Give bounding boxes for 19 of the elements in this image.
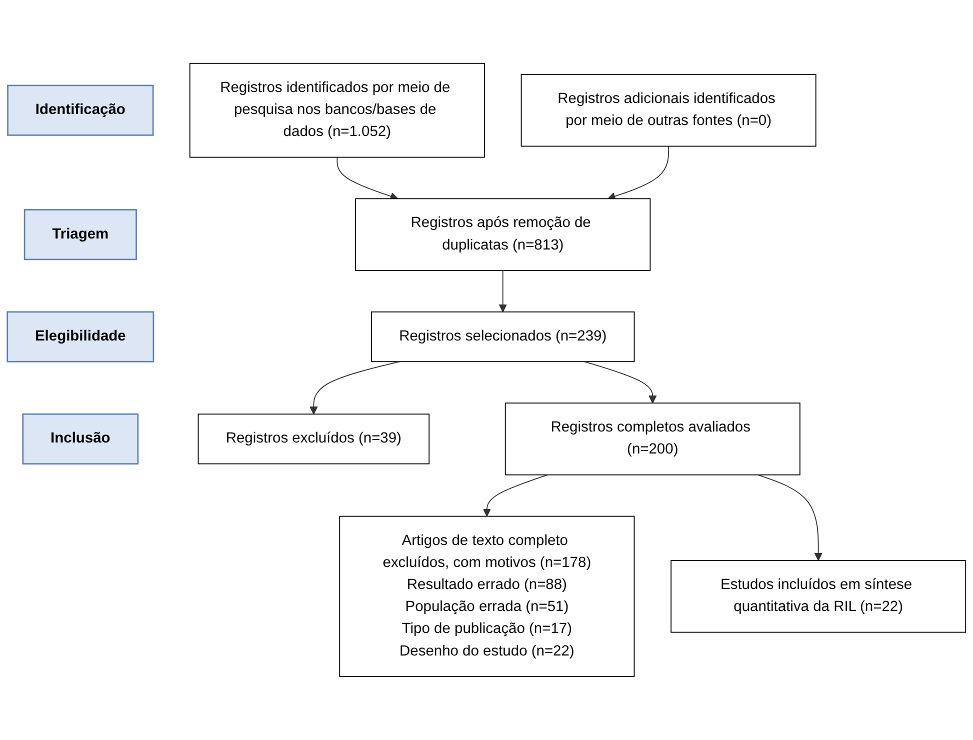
node-box: Registros identificados por meio de pesquisa nos bancos/bases de dados (n=1.052)	[189, 62, 485, 158]
arrow	[336, 156, 398, 200]
node-box: Registros excluídos (n=39)	[198, 414, 430, 464]
arrow	[482, 474, 548, 517]
node-box: Registros completos avaliados (n=200)	[504, 402, 800, 476]
node-box: Inclusão	[22, 414, 139, 465]
node-box: Registros após remoção de duplicatas (n=813)	[355, 198, 651, 272]
node-box: Estudos incluídos em síntese quantitativa da RIL (n=22)	[670, 560, 966, 633]
arrow	[584, 361, 657, 404]
node-box: Identificação	[7, 84, 154, 136]
node-box: Artigos de texto completo excluídos, com motivos (n=178) Resultado errado (n=88) População errada (n=51) Tipo de publicação (n=17) Desenho do estudo (n=22)	[339, 516, 635, 677]
node-box: Triagem	[24, 209, 137, 260]
node-box: Elegibilidade	[6, 311, 154, 362]
arrow	[498, 270, 507, 312]
arrow	[310, 361, 400, 415]
node-box: Registros adicionais identificados por meio de outras fontes (n=0)	[520, 74, 816, 147]
arrow	[757, 474, 822, 561]
node-box: Registros selecionados (n=239)	[371, 312, 635, 362]
arrow	[608, 146, 670, 200]
